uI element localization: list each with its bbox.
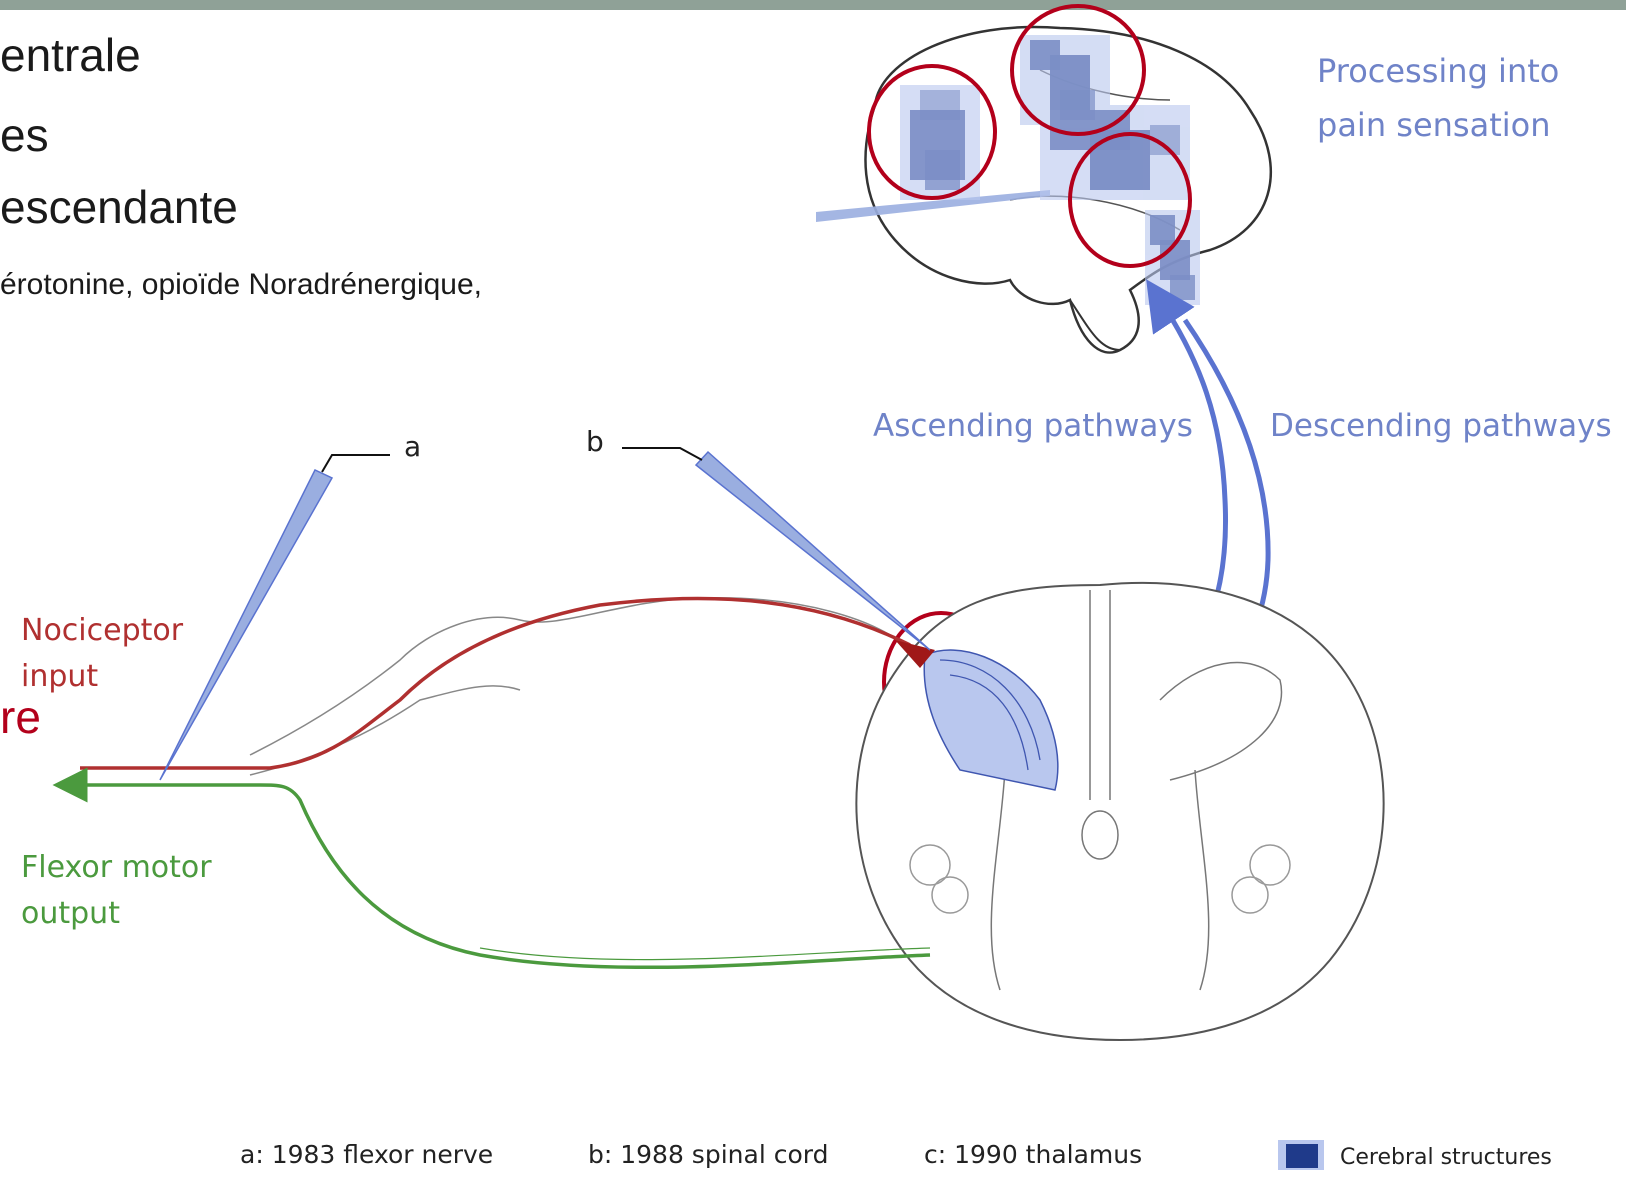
processing-label-line-1: Processing into xyxy=(1317,44,1559,98)
marker-b-label: b xyxy=(586,425,604,458)
descending-pathways-label: Descending pathways xyxy=(1270,408,1612,444)
legend-cerebral-icon xyxy=(1278,1140,1324,1170)
processing-label-line-2: pain sensation xyxy=(1317,98,1559,152)
nociceptor-label-line-1: Nociceptor xyxy=(21,608,183,654)
electrode-a xyxy=(160,455,390,780)
flexor-label-line-1: Flexor motor xyxy=(21,845,212,891)
legend-c: c: 1990 thalamus xyxy=(924,1140,1142,1169)
legend-a: a: 1983 flexor nerve xyxy=(240,1140,493,1169)
dorsal-root-ganglion xyxy=(250,598,910,755)
ascending-pathways-label: Ascending pathways xyxy=(873,408,1193,444)
nociceptor-label: Nociceptor input xyxy=(21,608,183,700)
nociceptor-label-line-2: input xyxy=(21,654,183,700)
flexor-label-line-2: output xyxy=(21,891,212,937)
nociceptor-fiber xyxy=(80,598,910,768)
legend-b: b: 1988 spinal cord xyxy=(588,1140,828,1169)
marker-a-label: a xyxy=(404,430,421,463)
processing-label: Processing into pain sensation xyxy=(1317,44,1559,152)
flexor-label: Flexor motor output xyxy=(21,845,212,937)
electrode-b xyxy=(622,448,930,650)
legend-structures: Cerebral structures xyxy=(1340,1145,1552,1170)
